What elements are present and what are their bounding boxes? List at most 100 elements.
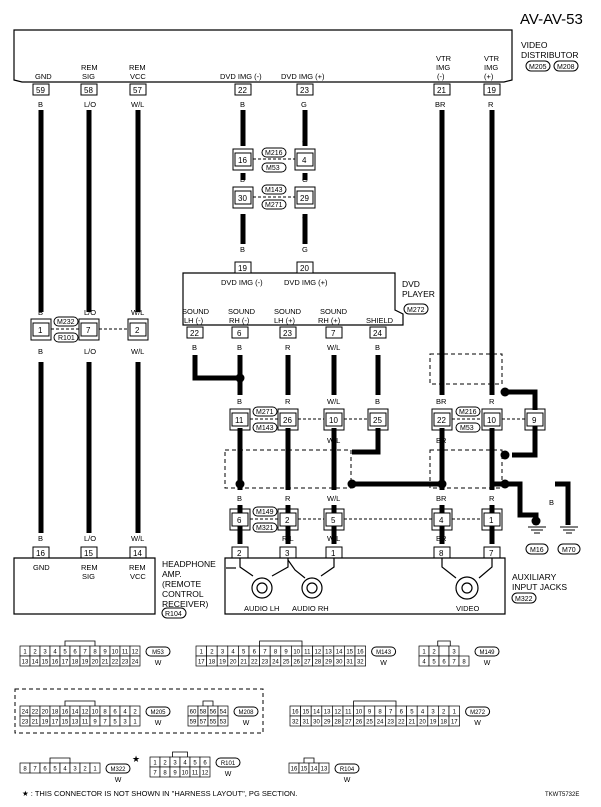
cavity-number: 2 bbox=[33, 650, 37, 656]
vd-label-remvcc-1: REM bbox=[129, 63, 146, 72]
conn-r101-tag: R101 bbox=[58, 335, 75, 342]
wire-color: B bbox=[240, 213, 245, 222]
star-marker: ★ bbox=[132, 754, 140, 764]
connector-color: W bbox=[115, 777, 122, 784]
pin-5: 5 bbox=[331, 516, 336, 525]
connector-id: R101 bbox=[221, 761, 236, 767]
dvd-player-label-2: PLAYER bbox=[402, 289, 435, 299]
cavity-number: 27 bbox=[345, 720, 352, 726]
wire-color: R bbox=[285, 397, 291, 406]
cavity-number: 1 bbox=[200, 650, 204, 656]
wire-color: B bbox=[375, 436, 380, 445]
wire-color: G bbox=[302, 213, 308, 222]
junction-m216: B G 16 4 M216 M53 B G bbox=[232, 137, 316, 184]
cavity-number: 10 bbox=[182, 771, 189, 777]
cavity-number: 23 bbox=[122, 660, 129, 666]
cavity-number: 3 bbox=[431, 710, 435, 716]
cavity-number: 24 bbox=[377, 720, 384, 726]
cavity-number: 21 bbox=[409, 720, 416, 726]
pin-1: 1 bbox=[331, 549, 336, 558]
cavity-number: 16 bbox=[62, 710, 69, 716]
conn-m208-tag: M208 bbox=[557, 64, 575, 71]
wire-color: W/L bbox=[327, 534, 340, 543]
conn-r104-tag: R104 bbox=[165, 611, 182, 618]
cavity-number: 31 bbox=[303, 720, 310, 726]
cavity-number: 5 bbox=[242, 650, 246, 656]
cavity-number: 28 bbox=[334, 720, 341, 726]
cavity-number: 1 bbox=[93, 767, 97, 773]
wire-color: B bbox=[565, 498, 570, 507]
vd-label-remsig-1: REM bbox=[81, 63, 98, 72]
cavity-number: 14 bbox=[313, 710, 320, 716]
cavity-number: 7 bbox=[103, 720, 107, 726]
conn-m53-tag-b: M53 bbox=[460, 425, 474, 432]
cavity-number: 8 bbox=[23, 767, 27, 773]
cavity-number: 15 bbox=[346, 650, 353, 656]
wire-color: B bbox=[375, 397, 380, 406]
video-distributor-label-1: VIDEO bbox=[521, 40, 548, 50]
dvd-term-3b: LH (+) bbox=[274, 316, 296, 325]
connector-color: W bbox=[380, 660, 387, 667]
cavity-number: 10 bbox=[92, 710, 99, 716]
vd-label-vtr-minus-2: IMG bbox=[436, 63, 450, 72]
grounds: B B M16 M70 bbox=[525, 498, 581, 555]
cavity-number: 6 bbox=[43, 767, 47, 773]
cavity-number: 31 bbox=[346, 660, 353, 666]
dvd-term-1: SOUND bbox=[182, 307, 210, 316]
cavity-number: 14 bbox=[311, 767, 318, 773]
pin-22: 22 bbox=[238, 86, 247, 95]
pin-6-dvd: 6 bbox=[237, 329, 242, 338]
vd-label-vtr-plus-3: (+) bbox=[484, 72, 494, 81]
cavity-number: 18 bbox=[209, 660, 216, 666]
wire-color: BR bbox=[435, 100, 446, 109]
wire-color: B bbox=[38, 347, 43, 356]
vd-label-vtr-plus-1: VTR bbox=[484, 54, 500, 63]
pin-7-dvd: 7 bbox=[331, 329, 336, 338]
conn-m143-tag: M143 bbox=[265, 187, 283, 194]
connector-id: R104 bbox=[340, 767, 355, 773]
cavity-number: 8 bbox=[163, 771, 167, 777]
vd-label-vtr-minus-3: (-) bbox=[437, 72, 445, 81]
page-id: AV-AV-53 bbox=[520, 11, 583, 28]
cavity-number: 58 bbox=[200, 710, 207, 716]
wire-color: W/L bbox=[327, 343, 340, 352]
cavity-number: 3 bbox=[123, 720, 127, 726]
wire-color: W/L bbox=[327, 436, 340, 445]
cavity-number: 8 bbox=[103, 710, 107, 716]
cavity-number: 11 bbox=[192, 771, 199, 777]
pin-1: 1 bbox=[489, 516, 494, 525]
cavity-number: 13 bbox=[321, 767, 328, 773]
cavity-number: 53 bbox=[220, 720, 227, 726]
pin-23-dvd: 23 bbox=[283, 329, 292, 338]
cavity-number: 6 bbox=[73, 650, 77, 656]
wire-color: B bbox=[237, 343, 242, 352]
cavity-number: 2 bbox=[442, 710, 446, 716]
cavity-number: 25 bbox=[283, 660, 290, 666]
cavity-number: 55 bbox=[210, 720, 217, 726]
conn-m271-tag: M271 bbox=[265, 202, 283, 209]
wire-color: L/O bbox=[84, 100, 96, 109]
cavity-number: 2 bbox=[83, 767, 87, 773]
cavity-number: 22 bbox=[251, 660, 258, 666]
pin-59: 59 bbox=[36, 86, 45, 95]
cavity-number: 7 bbox=[263, 650, 267, 656]
wire-color: L/O bbox=[84, 308, 96, 317]
pin-20-dvd: 20 bbox=[300, 264, 309, 273]
connector-color: W bbox=[225, 771, 232, 778]
cavity-number: 2 bbox=[163, 761, 167, 767]
cavity-number: 8 bbox=[93, 650, 97, 656]
wire-color: R bbox=[489, 436, 495, 445]
cavity-number: 16 bbox=[357, 650, 364, 656]
dvd-term-4: SOUND bbox=[320, 307, 348, 316]
wire-color: B bbox=[240, 245, 245, 254]
wire-color: R bbox=[489, 494, 495, 503]
wire-color: W/L bbox=[131, 347, 144, 356]
wire-color: B bbox=[38, 100, 43, 109]
pin-29: 29 bbox=[300, 194, 309, 203]
cavity-number: 10 bbox=[112, 650, 119, 656]
pin-15: 15 bbox=[84, 549, 93, 558]
wire-color: R bbox=[489, 534, 495, 543]
cavity-number: 23 bbox=[22, 720, 29, 726]
